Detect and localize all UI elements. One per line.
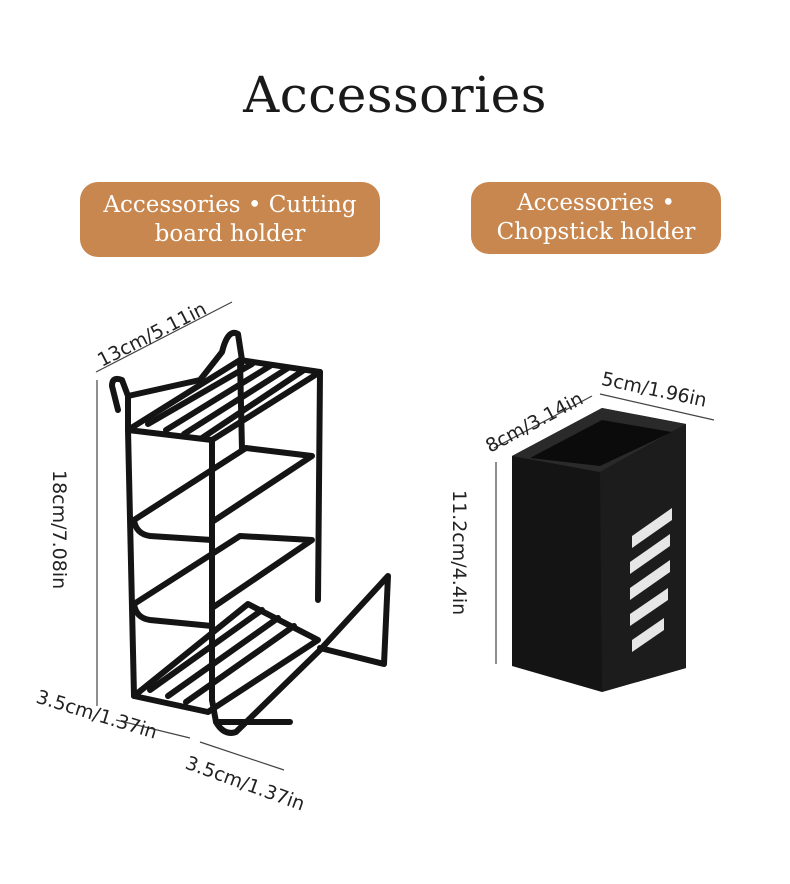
holder-height-label: 11.2cm/4.4in (448, 490, 470, 616)
holder-width-line (599, 393, 715, 421)
rack-depth-right-line (199, 741, 285, 771)
rack-width-line (95, 301, 233, 373)
cutting-board-rack (109, 329, 391, 736)
drain-slots (630, 508, 672, 652)
rack-height-label: 18cm/7.08in (48, 470, 70, 590)
page-title: Accessories (243, 66, 547, 124)
chopstick-holder-badge: Accessories • Chopstick holder (471, 182, 721, 254)
dimension-lines (95, 301, 715, 771)
holder-depth-line (493, 395, 593, 449)
chopstick-holder-label: Accessories • Chopstick holder (496, 190, 696, 245)
chopstick-holder (512, 408, 686, 692)
cutting-board-holder-badge: Accessories • Cutting board holder (80, 182, 380, 257)
cutting-board-holder-label: Accessories • Cutting board holder (103, 191, 357, 247)
rack-depth-left-line (115, 719, 191, 739)
